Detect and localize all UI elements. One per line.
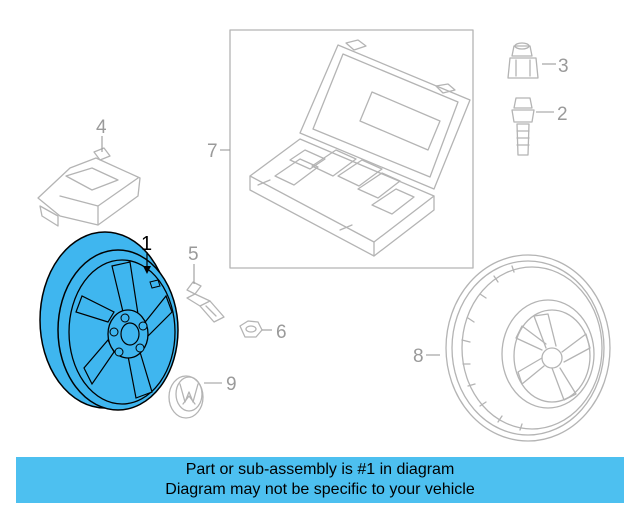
center-cap [168,375,204,419]
valve-cap [507,42,539,79]
callout-8: 8 [413,346,424,367]
info-banner: Part or sub-assembly is #1 in diagram Di… [16,457,624,503]
valve-stem [511,97,535,156]
callout-3: 3 [558,56,569,77]
alloy-wheel [39,231,179,411]
tpms-sensor [37,147,141,227]
valve-nut [239,320,263,338]
callout-5: 5 [188,244,199,265]
tire-and-wheel [445,254,611,442]
callout-4: 4 [96,117,107,138]
repair-kit-case [229,29,474,269]
tpms-valve [186,281,225,323]
banner-line-part: Part or sub-assembly is #1 in diagram [185,461,455,478]
callout-2: 2 [557,104,568,125]
callout-7: 7 [207,141,218,162]
parts-diagram: 1 2 3 4 5 6 7 8 9 [37,29,611,442]
banner-line-disclaimer: Diagram may not be specific to your vehi… [165,481,475,498]
callout-6: 6 [276,322,287,343]
callout-9: 9 [226,374,237,395]
callout-1: 1 [141,233,152,255]
